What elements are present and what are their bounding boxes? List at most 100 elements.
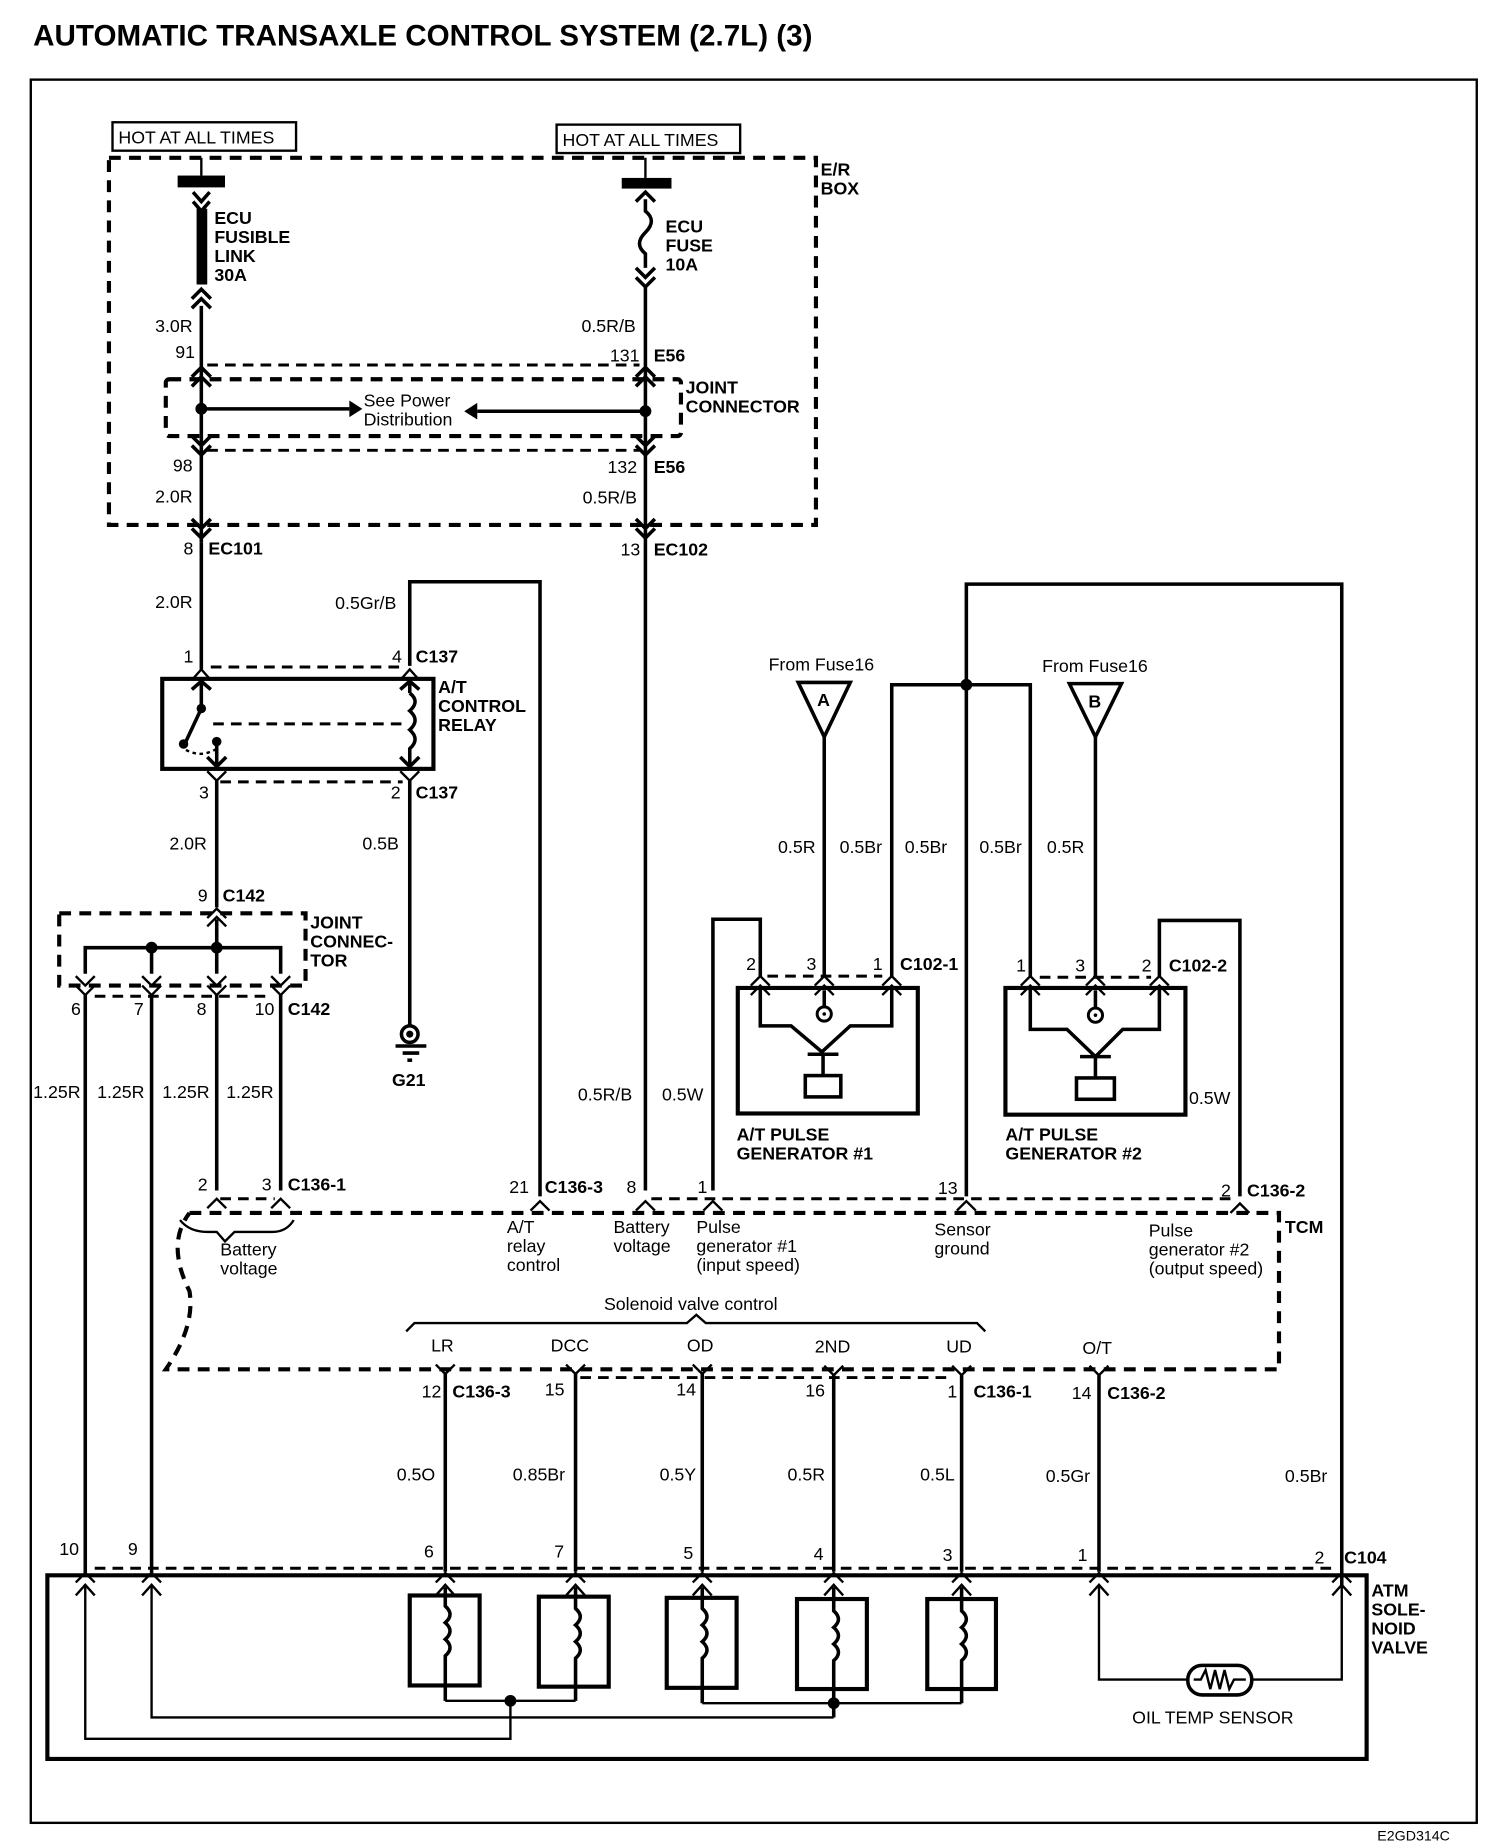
hot-at-all-times-left: HOT AT ALL TIMES: [111, 121, 298, 152]
svg-text:1.25R: 1.25R: [162, 1082, 209, 1102]
atm-solenoid-valve-boundary: [45, 1573, 1369, 1761]
svg-text:(input speed): (input speed): [696, 1255, 800, 1275]
svg-text:A: A: [817, 690, 830, 710]
svg-text:1: 1: [1078, 1545, 1088, 1565]
svg-text:BOX: BOX: [821, 179, 860, 199]
bus-bar-right: [621, 177, 672, 189]
solenoid-od: [664, 1587, 739, 1704]
svg-text:8: 8: [184, 539, 194, 559]
svg-text:E56: E56: [654, 457, 686, 477]
svg-text:14: 14: [676, 1379, 696, 1399]
svg-text:1: 1: [947, 1382, 957, 1402]
svg-text:0.5L: 0.5L: [920, 1465, 955, 1485]
svg-text:0.85Br: 0.85Br: [513, 1465, 565, 1485]
at-control-relay: [160, 676, 436, 771]
svg-text:generator #1: generator #1: [696, 1236, 797, 1256]
from-fuse16-b-connector: B: [1066, 681, 1125, 741]
er-box-boundary: [106, 155, 819, 527]
svg-text:6: 6: [71, 999, 81, 1019]
solenoid-lr: [407, 1587, 482, 1701]
svg-text:2: 2: [1221, 1180, 1231, 1200]
svg-text:generator #2: generator #2: [1149, 1240, 1250, 1260]
svg-text:HOT AT ALL TIMES: HOT AT ALL TIMES: [118, 128, 274, 148]
ground-g21-icon: [395, 1024, 427, 1062]
fuse-label: ECU FUSE 10A: [666, 216, 713, 274]
svg-text:LR: LR: [431, 1336, 454, 1356]
svg-text:0.5B: 0.5B: [362, 833, 399, 853]
joint-connector-2: [57, 911, 308, 988]
tcm-label: TCM: [1285, 1217, 1323, 1237]
svg-text:9: 9: [198, 885, 208, 905]
svg-text:0.5W: 0.5W: [1189, 1088, 1231, 1108]
svg-text:3: 3: [943, 1545, 953, 1565]
solenoid-dcc: [536, 1587, 611, 1701]
svg-text:OD: OD: [687, 1336, 714, 1356]
solenoid-valve-control-label: Solenoid valve control: [604, 1294, 778, 1314]
pulse-generator-2-label: A/T PULSE GENERATOR #2: [1005, 1125, 1142, 1164]
atm-solenoid-valve-label: ATM SOLE- NOID VALVE: [1371, 1581, 1428, 1658]
tcm-battery-voltage-label: Battery voltage: [220, 1240, 277, 1279]
svg-text:From Fuse16: From Fuse16: [1042, 656, 1148, 676]
svg-text:C136-2: C136-2: [1107, 1383, 1165, 1403]
pulse-generator-2: [1003, 985, 1188, 1117]
er-box-label: E/R: [821, 160, 851, 180]
svg-text:0.5Gr/B: 0.5Gr/B: [335, 593, 396, 613]
svg-text:See Power: See Power: [364, 390, 451, 410]
svg-text:UD: UD: [946, 1337, 972, 1357]
svg-text:0.5R: 0.5R: [1047, 837, 1084, 857]
svg-text:1: 1: [873, 954, 883, 974]
svg-text:C142: C142: [223, 885, 266, 905]
wire-label: 0.5R/B: [581, 316, 635, 336]
svg-text:TOR: TOR: [310, 951, 347, 971]
svg-text:NOID: NOID: [1371, 1619, 1416, 1639]
svg-text:0.5Br: 0.5Br: [979, 837, 1022, 857]
svg-text:ATM: ATM: [1371, 1581, 1408, 1601]
pin-label: 131: [610, 345, 640, 365]
svg-text:C104: C104: [1344, 1547, 1387, 1567]
svg-text:1: 1: [1016, 955, 1026, 975]
svg-text:Pulse: Pulse: [696, 1217, 741, 1237]
connector-label: E56: [654, 345, 686, 365]
svg-text:15: 15: [545, 1379, 565, 1399]
svg-text:1.25R: 1.25R: [33, 1082, 80, 1102]
svg-text:0.5R/B: 0.5R/B: [578, 1084, 632, 1104]
svg-text:7: 7: [554, 1542, 564, 1562]
svg-text:0.5Br: 0.5Br: [905, 837, 948, 857]
wire-label: 3.0R: [155, 316, 193, 336]
svg-text:0.5Y: 0.5Y: [660, 1465, 697, 1485]
hot-at-all-times-right: HOT AT ALL TIMES: [555, 123, 742, 155]
svg-text:A/T PULSE: A/T PULSE: [737, 1125, 830, 1145]
svg-text:8: 8: [197, 999, 207, 1019]
svg-text:C136-3: C136-3: [452, 1382, 510, 1402]
svg-text:13: 13: [938, 1178, 958, 1198]
svg-text:0.5Gr: 0.5Gr: [1046, 1466, 1090, 1486]
oil-temp-sensor-icon: [1186, 1663, 1254, 1697]
svg-text:FUSE: FUSE: [666, 235, 713, 255]
svg-text:Pulse: Pulse: [1149, 1221, 1194, 1241]
svg-text:2: 2: [1142, 955, 1152, 975]
tcm-relay-control-label: A/T relay control: [507, 1217, 560, 1275]
svg-text:A/T: A/T: [438, 677, 467, 697]
tcm-pulse-gen-1-label: Pulse generator #1 (input speed): [696, 1217, 800, 1275]
svg-text:10A: 10A: [666, 254, 699, 274]
tcm-battery-voltage-2-label: Battery voltage: [613, 1217, 670, 1256]
svg-text:GENERATOR #2: GENERATOR #2: [1005, 1144, 1142, 1164]
svg-text:2.0R: 2.0R: [169, 833, 207, 853]
svg-text:0.5Br: 0.5Br: [1285, 1466, 1328, 1486]
svg-text:LINK: LINK: [214, 246, 256, 266]
svg-text:2: 2: [391, 782, 401, 802]
svg-text:4: 4: [814, 1544, 824, 1564]
svg-text:C136-3: C136-3: [545, 1177, 603, 1197]
svg-text:0.5W: 0.5W: [662, 1084, 704, 1104]
svg-text:12: 12: [422, 1382, 442, 1402]
svg-text:0.5R: 0.5R: [778, 837, 816, 857]
fusible-link-30a: [196, 208, 208, 285]
pulse-generator-1-label: A/T PULSE GENERATOR #1: [737, 1125, 874, 1164]
svg-text:2: 2: [746, 954, 756, 974]
figure-id: E2GD314C: [1377, 1829, 1450, 1845]
svg-text:13: 13: [621, 540, 641, 560]
svg-text:10: 10: [59, 1539, 79, 1559]
svg-text:CONNECTOR: CONNECTOR: [686, 396, 800, 416]
svg-text:JOINT: JOINT: [310, 913, 362, 933]
